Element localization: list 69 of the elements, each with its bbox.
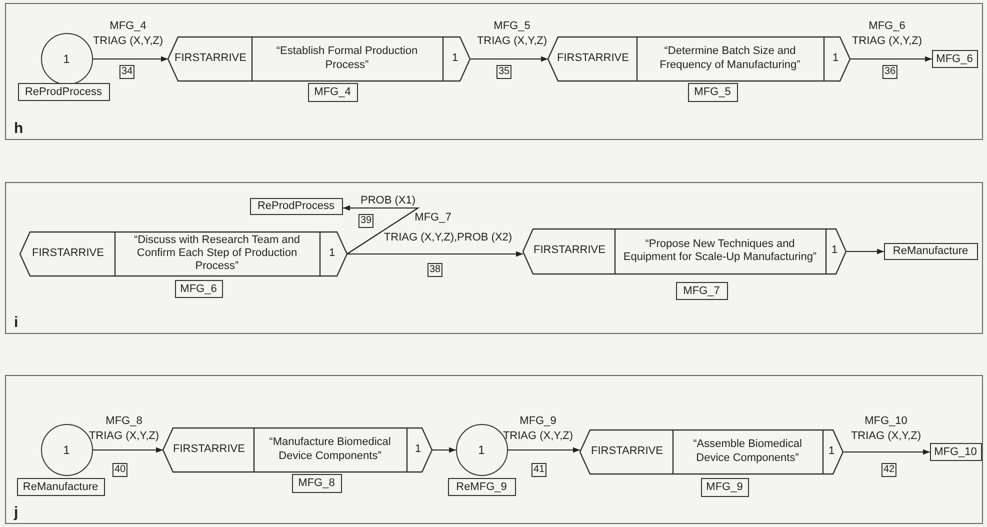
name-tag: MFG_5 <box>688 82 738 102</box>
edge-number: 35 <box>496 65 512 79</box>
edge-number: 36 <box>882 65 898 79</box>
name-tag: MFG_7 <box>676 282 728 300</box>
create-circle: 1 <box>40 32 92 84</box>
arrow <box>347 251 523 257</box>
arrow <box>843 449 930 455</box>
arrow <box>432 447 456 453</box>
arrow <box>93 447 163 453</box>
entry-rule-text: FIRSTARRIVE <box>590 444 664 459</box>
activity-block <box>548 36 850 80</box>
panel-letter: h <box>14 120 24 137</box>
panel-letter: i <box>14 314 18 331</box>
capacity-number: 1 <box>831 50 840 66</box>
activity-block <box>20 232 346 276</box>
name-tag: MFG_8 <box>292 474 342 492</box>
name-tag: ReManufacture <box>16 478 104 496</box>
capacity-number: 1 <box>830 243 839 258</box>
entry-rule-text: FIRSTARRIVE <box>172 442 246 457</box>
capacity-number: 1 <box>450 50 460 66</box>
arrow <box>470 56 548 62</box>
activity-description: “Assemble Biomedical Device Components” <box>692 437 803 466</box>
name-tag: MFG_10 <box>930 442 982 460</box>
entry-rule-text: FIRSTARRIVE <box>174 50 248 66</box>
activity-description: “Determine Batch Size and Frequency of Manufacturing” <box>658 44 802 72</box>
name-tag: ReManufacture <box>884 242 978 260</box>
arrow <box>508 447 580 453</box>
arrow <box>846 248 884 254</box>
name-tag: MFG_9 <box>700 478 748 496</box>
capacity-number: 1 <box>414 442 422 457</box>
edge-label: PROB (X1) <box>360 194 416 208</box>
edge-number: 38 <box>427 263 443 277</box>
activity-block <box>162 428 432 472</box>
edge-number: 39 <box>358 214 374 228</box>
activity-block <box>522 228 846 274</box>
arrow <box>343 205 420 254</box>
activity-description: “Manufacture Biomedical Device Components” <box>268 435 392 464</box>
name-tag: MFG_4 <box>308 82 358 102</box>
edge-number: 41 <box>531 463 547 477</box>
activity-description: “Propose New Techniques and Equipment for Scale-Up Manufacturing” <box>622 236 818 265</box>
activity-block <box>168 36 470 80</box>
activity-description: “Establish Formal Production Process” <box>275 44 419 72</box>
activity-description: “Discuss with Research Team and Confirm Each Step of Production Process” <box>132 232 302 274</box>
panel-frame <box>5 3 983 140</box>
edge-label: MFG_6 TRIAG (X,Y,Z) <box>852 19 922 49</box>
name-tag: MFG_6 <box>932 50 978 68</box>
edge-number: 34 <box>119 65 135 79</box>
panel-frame <box>5 182 983 334</box>
entry-rule-text: FIRSTARRIVE <box>31 246 105 261</box>
arrow <box>850 56 932 62</box>
edge-label: MFG_4 TRIAG (X,Y,Z) <box>92 19 164 49</box>
edge-number: 42 <box>881 463 897 477</box>
panel-frame <box>5 375 983 524</box>
edge-label: TRIAG (X,Y,Z),PROB (X2) <box>384 230 512 246</box>
capacity-number: 1 <box>328 246 336 261</box>
name-tag: ReProdProcess <box>250 198 342 214</box>
edge-label: MFG_10 TRIAG (X,Y,Z) <box>850 414 922 444</box>
edge-number: 40 <box>112 463 128 477</box>
flow-name: MFG_7 <box>414 210 452 226</box>
panel-letter: j <box>14 504 18 521</box>
arrow <box>93 56 168 62</box>
name-tag: ReMFG_9 <box>448 478 516 496</box>
name-tag: MFG_6 <box>174 280 222 298</box>
activity-block <box>580 430 842 474</box>
edge-label: MFG_5 TRIAG (X,Y,Z) <box>476 19 548 49</box>
entry-rule-text: FIRSTARRIVE <box>556 50 630 66</box>
name-tag: ReProdProcess <box>18 82 110 100</box>
entry-rule-text: FIRSTARRIVE <box>532 243 606 258</box>
capacity-number: 1 <box>827 444 836 459</box>
